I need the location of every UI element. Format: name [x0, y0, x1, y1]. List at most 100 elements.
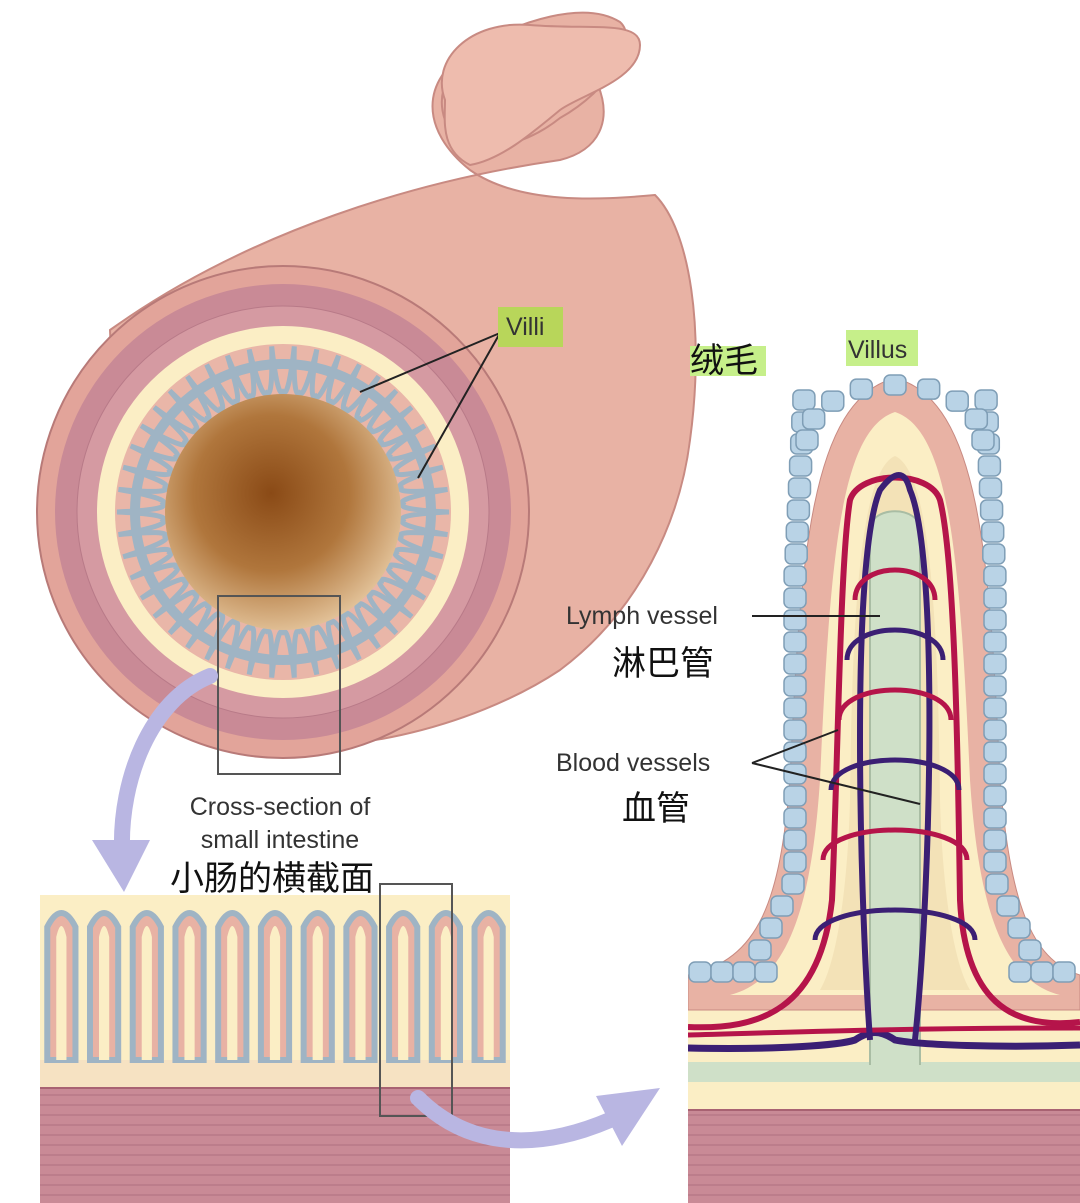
epithelial-cell [783, 851, 807, 873]
cross-section-label-line1: Cross-section of [190, 793, 371, 821]
epithelial-cell [785, 521, 810, 543]
epithelial-cell [978, 477, 1003, 499]
strip-villus-core [56, 926, 67, 1060]
strip-villus-core [269, 926, 281, 1060]
epithelial-cell [1007, 917, 1031, 939]
epithelial-cell [783, 653, 807, 675]
epithelial-cell [783, 675, 807, 697]
arrow-to-villus [410, 1090, 618, 1149]
epithelial-cell [688, 961, 712, 983]
epithelial-cell [795, 429, 819, 451]
strip-villus-core [227, 926, 238, 1060]
epithelial-cell [983, 851, 1007, 873]
strip-villus-core [440, 926, 452, 1060]
lymph-vessel-cn-label: 淋巴管 [612, 644, 714, 684]
epithelial-cell [983, 807, 1007, 829]
epithelial-cell [754, 961, 778, 983]
epithelial-cell [849, 378, 874, 400]
cross-section-rings [36, 265, 530, 759]
epithelial-cell [983, 587, 1007, 609]
epithelial-cell [996, 895, 1020, 917]
capillary-loop [828, 757, 962, 791]
zoom-box-ring [217, 595, 341, 775]
strip-villus-core [184, 926, 195, 1060]
cross-section-label-line2: small intestine [201, 826, 359, 854]
zoom-box-strip [379, 883, 453, 1117]
epithelial-cell [983, 785, 1007, 807]
epithelial-cells [688, 374, 1076, 983]
epithelial-cell [770, 895, 794, 917]
epithelial-cell [977, 455, 1002, 477]
epithelial-cell [1030, 961, 1054, 983]
epithelial-cell [983, 829, 1007, 851]
epithelial-cell [983, 631, 1007, 653]
villi-label-highlight [498, 307, 563, 347]
epithelial-cell [787, 477, 812, 499]
arrow-to-villus-head [596, 1088, 660, 1146]
villus-label-highlight [846, 330, 918, 366]
epithelial-cell [983, 565, 1007, 587]
epithelial-cell [983, 741, 1007, 763]
strip-villus-core [483, 926, 494, 1060]
epithelial-cell [1018, 939, 1042, 961]
epithelial-cell [964, 408, 989, 430]
epithelial-cell [983, 719, 1007, 741]
epithelial-cell [783, 829, 807, 851]
blood-vessels-label: Blood vessels [556, 749, 710, 777]
epithelial-cell [983, 653, 1007, 675]
epithelial-cell [982, 543, 1006, 565]
epithelial-cell [783, 741, 807, 763]
epithelial-cell [759, 917, 783, 939]
epithelial-cell [786, 499, 811, 521]
leader-lines [359, 332, 921, 805]
vein [688, 1029, 1080, 1052]
lymph-vessel-label: Lymph vessel [566, 602, 718, 630]
strip-villus-core [355, 926, 366, 1060]
epithelial-cell [985, 873, 1009, 895]
epithelial-cell [945, 390, 969, 412]
strip-villi [44, 910, 506, 1063]
villi-cn-label-highlight [690, 346, 766, 376]
epithelial-cell [783, 609, 807, 631]
strip-villus-core [141, 926, 152, 1060]
epithelial-cell [801, 408, 826, 430]
epithelial-cell [784, 543, 808, 565]
epithelial-cell [710, 961, 734, 983]
lymph-vessel-shape [869, 510, 921, 1071]
epithelial-cell [974, 389, 998, 411]
epithelial-cell [783, 565, 807, 587]
epithelial-cell [971, 429, 995, 451]
capillary-loop [852, 567, 938, 601]
villi-label: Villi [506, 313, 544, 341]
epithelial-cell [983, 697, 1007, 719]
epithelial-cell [916, 378, 941, 400]
epithelial-cell [783, 785, 807, 807]
epithelial-cell [783, 697, 807, 719]
epithelial-cell [788, 455, 813, 477]
blood-vessels-cn-label: 血管 [622, 789, 690, 829]
epithelial-cell [732, 961, 756, 983]
epithelial-cell [748, 939, 772, 961]
capillary-loops [812, 567, 978, 941]
epithelial-cell [979, 499, 1004, 521]
epithelial-cell [783, 631, 807, 653]
villus-detail [688, 374, 1080, 1203]
epithelial-cell [983, 675, 1007, 697]
villus-label: Villus [848, 336, 907, 364]
strip-villus-core [98, 926, 110, 1060]
epithelial-cell [983, 763, 1007, 785]
vein-loop [857, 472, 933, 1041]
capillary-loop [836, 687, 954, 721]
epithelial-cell [783, 587, 807, 609]
lumen [165, 394, 401, 630]
epithelial-cell [1052, 961, 1076, 983]
intestine-wall-strip [40, 895, 510, 1203]
epithelial-cell [980, 521, 1005, 543]
strip-villus-core [312, 926, 323, 1060]
tube-neck [440, 23, 642, 167]
epithelial-cell [983, 609, 1007, 631]
capillary-loop [812, 907, 978, 941]
epithelial-cell [783, 719, 807, 741]
arrow-to-strip-head [92, 840, 150, 892]
